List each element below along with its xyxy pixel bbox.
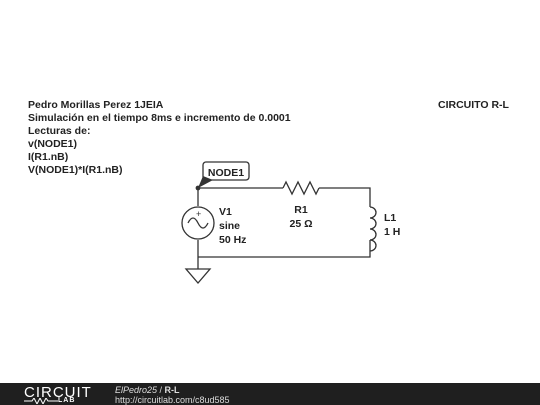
author-link[interactable]: ElPedro25 [115, 385, 158, 395]
logo-resistor-icon [24, 398, 58, 404]
node1-label-text: NODE1 [208, 167, 244, 179]
circuitlab-logo-sub: LAB [58, 397, 76, 404]
node1-label: NODE1 [198, 161, 250, 188]
project-url[interactable]: http://circuitlab.com/c8ud585 [115, 395, 230, 405]
footer-bar: CIRCUIT LAB ElPedro25 / R-L http://circu… [0, 383, 540, 405]
note-reading-3: V(NODE1)*I(R1.nB) [28, 164, 123, 176]
footer-credits: ElPedro25 / R-L [115, 385, 180, 395]
inductor-value: 1 H [384, 226, 400, 238]
circuitlab-logo[interactable]: CIRCUIT [24, 384, 92, 401]
sine-wave-icon [187, 217, 209, 229]
resistor-r1-symbol [282, 180, 320, 196]
inductor-name: L1 [384, 212, 396, 224]
inductor-l1-symbol [369, 206, 377, 252]
note-readings: Lecturas de: [28, 125, 91, 137]
note-simulation: Simulación en el tiempo 8ms e incremento… [28, 112, 291, 124]
voltage-source-v1-symbol [181, 206, 215, 240]
circuit-title: CIRCUITO R-L [438, 99, 509, 111]
wire-top-right [319, 187, 371, 207]
ground-symbol [184, 268, 212, 284]
resistor-name: R1 [294, 204, 308, 216]
resistor-value: 25 Ω [289, 218, 312, 230]
source-plus-sign: + [196, 209, 201, 219]
project-name[interactable]: R-L [164, 385, 180, 395]
note-reading-2: I(R1.nB) [28, 151, 69, 163]
credit-separator: / [157, 385, 165, 395]
source-frequency: 50 Hz [219, 234, 246, 246]
source-type: sine [219, 220, 240, 232]
note-author: Pedro Morillas Perez 1JEIA [28, 99, 164, 111]
wire-bottom [198, 240, 371, 258]
source-name: V1 [219, 206, 232, 218]
note-reading-1: v(NODE1) [28, 138, 78, 150]
